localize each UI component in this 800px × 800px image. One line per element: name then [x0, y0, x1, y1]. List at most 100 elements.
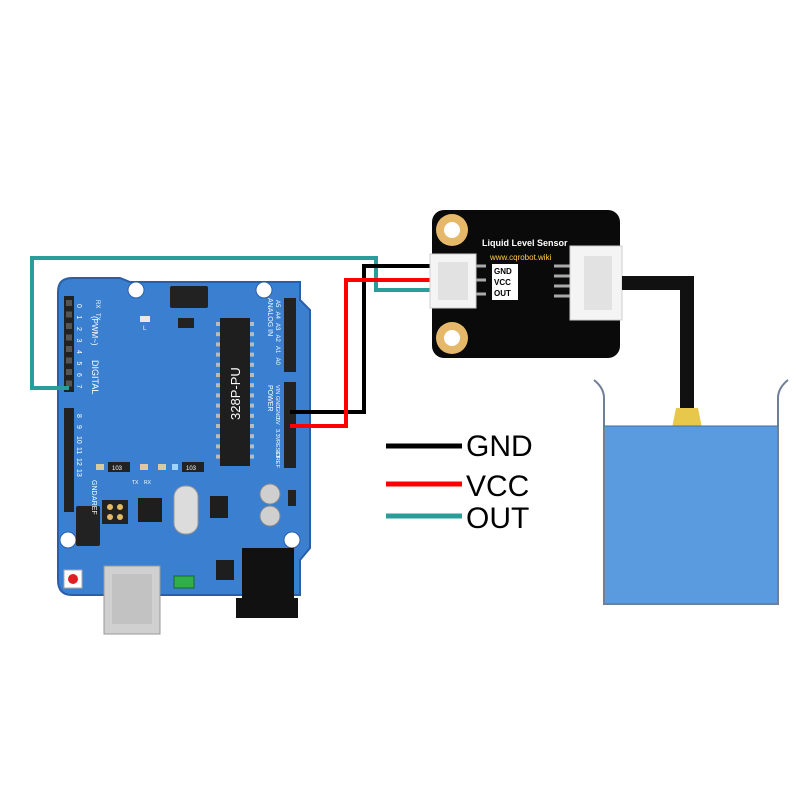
pin-label: 7 [75, 385, 82, 389]
probe-cable [622, 276, 694, 412]
power-pin-label: GND [274, 396, 280, 408]
analog-pin-label: A0 [274, 358, 280, 366]
chip-leg [250, 362, 254, 367]
chip-leg [250, 444, 254, 449]
header-pin [66, 380, 72, 387]
liquid-level-sensor: Liquid Level Sensor www.cqrobot.wiki GND… [429, 210, 623, 358]
chip-leg [216, 383, 220, 388]
sensor-title: Liquid Level Sensor [482, 238, 568, 248]
diode [288, 490, 296, 506]
pin-label: 10 [75, 436, 82, 444]
chip-leg [250, 373, 254, 377]
small-ic [216, 560, 234, 580]
tx-label: TX [94, 313, 100, 321]
chip-leg [216, 352, 220, 357]
pin-label: 0 [75, 304, 82, 308]
chip-leg [250, 322, 254, 326]
pin-label-vcc: VCC [494, 278, 511, 287]
electrolytic-cap [259, 505, 281, 527]
mounting-hole [59, 531, 77, 549]
power-label: POWER [266, 385, 273, 411]
chip-leg [216, 342, 220, 347]
capacitor [96, 464, 104, 470]
chip-leg [250, 454, 254, 459]
pad [117, 514, 123, 520]
out-wire [30, 256, 432, 390]
pin-label: 6 [75, 373, 82, 377]
atmega-chip [220, 318, 250, 466]
pad [117, 504, 123, 510]
sensor-connector-right-inner [584, 256, 612, 310]
pad [107, 514, 113, 520]
chip-leg [216, 454, 220, 459]
chip-leg [216, 424, 220, 428]
pin-label: 5 [75, 362, 82, 366]
small-chip [178, 318, 194, 328]
pin-label: 12 [75, 458, 82, 466]
chip-leg [250, 332, 254, 337]
pin-label: 2 [75, 327, 82, 331]
analog-label: ANALOG IN [266, 298, 273, 336]
pin-label: 4 [75, 350, 82, 354]
pwm-label: (PWM~) [90, 316, 99, 346]
mounting-hole [127, 281, 145, 299]
power-jack-base [236, 598, 298, 618]
chip-leg [216, 373, 220, 377]
power-pin-label: IOREF [274, 451, 280, 468]
pin-label-gnd: GND [494, 267, 512, 276]
pin-label-box [492, 264, 518, 300]
electrolytic-cap [259, 483, 281, 505]
chip-leg [216, 332, 220, 337]
chip-leg [250, 413, 254, 418]
legend-label-gnd: GND [466, 430, 533, 463]
pin-label: 8 [75, 414, 82, 418]
legend: GND VCC OUT [386, 430, 533, 535]
power-pin-label: 3.3V [274, 429, 280, 441]
pin-label: 9 [75, 425, 82, 429]
gnd-wire [290, 264, 432, 414]
rx-label: RX [94, 300, 100, 308]
analog-header [284, 298, 296, 372]
chip-leg [216, 322, 220, 326]
chip-leg [216, 403, 220, 408]
aref-label: AREF [90, 496, 97, 515]
legend-label-vcc: VCC [466, 470, 529, 503]
pin-label-out: OUT [494, 289, 511, 298]
icsp2 [102, 500, 128, 524]
gnd-side-label: GND [90, 480, 97, 496]
led [172, 464, 178, 470]
pin-label: 13 [75, 469, 82, 477]
sensor-mount-hole [444, 330, 460, 346]
icsp-header-top [170, 286, 208, 308]
chip-leg [250, 383, 254, 388]
capacitor [158, 464, 166, 470]
mounting-hole [283, 531, 301, 549]
legend-label-out: OUT [466, 502, 529, 535]
analog-pin-label: A3 [274, 323, 280, 331]
sensor-connector-left-inner [438, 262, 468, 300]
chip-leg [250, 403, 254, 408]
digital-header-top [64, 296, 74, 392]
header-pin [66, 357, 72, 364]
header-pin [66, 300, 72, 306]
wires [30, 256, 432, 428]
rx-led-label: RX [144, 480, 152, 486]
tx-led-label: TX [132, 480, 139, 486]
l-led [140, 316, 150, 322]
chip-leg [216, 434, 220, 439]
chip-leg [250, 393, 254, 398]
chip-leg [250, 342, 254, 347]
power-pin-label: VIN [274, 385, 280, 394]
small-ic [210, 496, 228, 518]
header-pin [66, 323, 72, 329]
chip-leg [216, 413, 220, 418]
header-pin [66, 369, 72, 375]
usb-chip [138, 498, 162, 522]
analog-pin-label: A5 [274, 300, 280, 308]
chip-leg [250, 434, 254, 439]
power-pin-label: 5V [274, 418, 280, 425]
header-pin [66, 346, 72, 352]
header-pin [66, 311, 72, 318]
